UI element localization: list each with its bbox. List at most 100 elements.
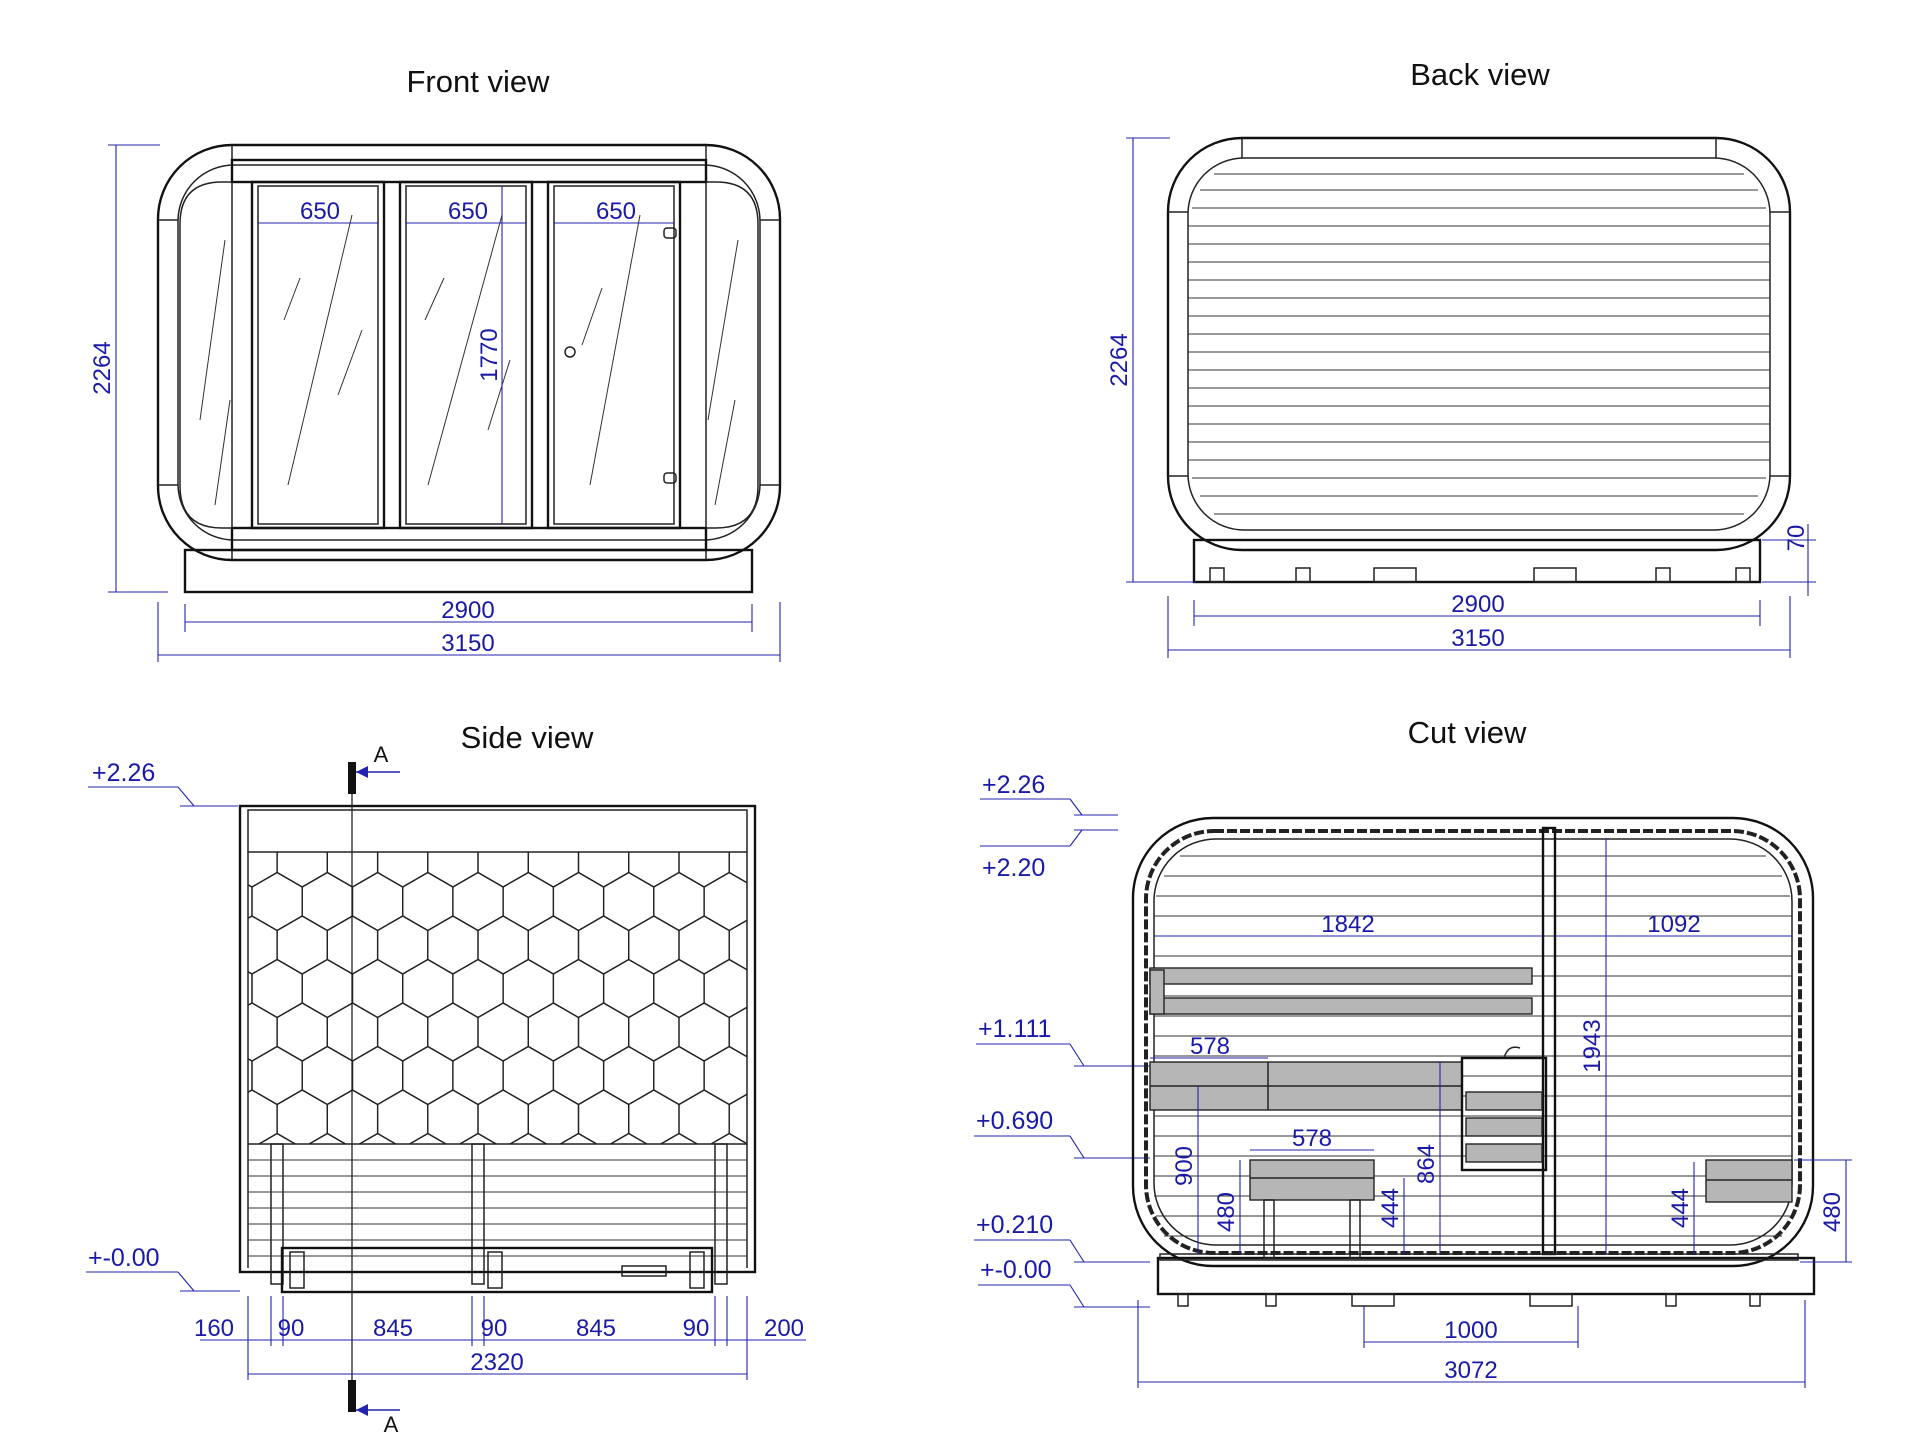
cut-backrest-bottom [1149, 997, 1533, 1015]
back-dim-height: 2264 [1106, 333, 1133, 386]
shingle-hex [628, 1002, 680, 1062]
cut-backrest-top [1149, 967, 1533, 985]
front-view-title: Front view [407, 64, 551, 99]
shingle-hex [403, 786, 453, 844]
front-shell [156, 143, 782, 562]
front-door-hinge-top [663, 227, 677, 239]
cut-shell-inner [1153, 838, 1793, 1246]
shingle-hex [754, 873, 804, 931]
front-dim-inner-width: 2900 [441, 597, 494, 624]
shingle-hex [177, 829, 227, 887]
cut-dim-h480-right: 480 [1819, 1192, 1846, 1232]
cut-level-mid-bench: +0.690 [976, 1107, 1053, 1135]
back-view: Back view [1106, 57, 1816, 658]
shingle-hex [527, 915, 580, 975]
front-pane-1 [250, 180, 386, 530]
front-dim-height: 2264 [89, 341, 116, 394]
shingle-hex [502, 1045, 555, 1106]
side-dim-span-2: 845 [576, 1315, 616, 1342]
shingle-hex [251, 958, 303, 1019]
front-base [183, 548, 754, 594]
cut-partition-wall [1541, 826, 1557, 1256]
shingle-hex [353, 786, 403, 844]
shingle-hex [276, 1089, 328, 1144]
side-roof-trim [247, 809, 748, 853]
shingle-hex [276, 915, 328, 975]
shingle-hex [248, 883, 253, 920]
front-dim-pane-1: 650 [300, 198, 340, 225]
cut-dim-h444-right: 444 [1667, 1188, 1694, 1228]
shingle-hex [248, 1057, 253, 1094]
shingle-hex [376, 915, 429, 975]
shingle-hex [653, 1045, 705, 1106]
shingle-hex [301, 871, 354, 932]
shingle-hex [609, 1132, 649, 1144]
shingle-hex [552, 1045, 605, 1106]
cut-level-zero: +-0.00 [980, 1256, 1052, 1284]
front-dim-pane-3: 650 [596, 198, 636, 225]
front-door-handle [564, 346, 576, 358]
cut-dim-base-span: 1000 [1444, 1317, 1497, 1344]
shingle-hex [177, 916, 227, 974]
shingle-hex [577, 1002, 630, 1062]
shingle-hex [351, 1045, 404, 1106]
shingle-hex [477, 1089, 529, 1144]
front-dim-outer-width: 3150 [441, 630, 494, 657]
back-shell [1166, 136, 1792, 552]
cut-dim-h444: 444 [1377, 1188, 1404, 1228]
shingle-hex [754, 960, 804, 1018]
shingle-hex [351, 958, 404, 1019]
shingle-hex [202, 1134, 252, 1192]
shingle-hex [257, 1132, 297, 1144]
shingle-hex [577, 852, 630, 888]
cut-dim-left-room: 1842 [1321, 911, 1374, 938]
front-door-hinge-bottom [663, 472, 677, 484]
section-label-top: A [374, 742, 389, 767]
shingle-hex [408, 1132, 448, 1144]
shingle-hex [728, 919, 747, 971]
shingle-hex [248, 970, 253, 1007]
cut-lower-bench [1249, 1159, 1375, 1201]
shingle-hex [477, 915, 529, 975]
shingle-hex [754, 1134, 804, 1192]
shingle-hex [602, 1045, 655, 1106]
shingle-hex [402, 1045, 454, 1106]
side-dim-post-1: 90 [278, 1315, 305, 1342]
front-pane-2 [398, 180, 534, 530]
shingle-hex [276, 1002, 328, 1062]
side-skid [280, 1246, 714, 1294]
shingle-hex [477, 1002, 529, 1062]
shingle-hex [728, 1093, 747, 1144]
shingle-hex [276, 852, 328, 888]
shingle-hex [527, 852, 580, 888]
cut-dim-total-length: 3072 [1444, 1357, 1497, 1384]
shingle-hex [351, 871, 404, 932]
shingle-hex [754, 1047, 804, 1105]
shingle-hex [301, 1045, 354, 1106]
shingle-hex [527, 1002, 580, 1062]
shingle-hex [628, 852, 680, 888]
shingle-hex [452, 958, 504, 1019]
side-shingles [177, 786, 804, 1192]
section-label-bottom: A [384, 1412, 399, 1437]
side-post-3 [714, 1143, 728, 1285]
shingle-hex [302, 786, 352, 844]
front-dim-pane-height: 1770 [476, 328, 503, 381]
cut-level-upper-bench: +1.111 [978, 1015, 1051, 1043]
shingle-hex [248, 915, 278, 975]
cut-view: Cut view +2.26 +2.20 +1.111 +0.690 +0.21… [974, 715, 1852, 1388]
front-right-side-window [705, 181, 759, 529]
cut-shell-ribs [1144, 829, 1802, 1255]
shingle-hex [376, 1089, 429, 1144]
shingle-hex [248, 1002, 278, 1062]
front-shell-inner [177, 164, 761, 541]
front-sill [230, 526, 708, 552]
back-dim-base: 70 [1783, 525, 1810, 552]
side-dim-post-3: 90 [683, 1315, 710, 1342]
shingle-hex [628, 1089, 680, 1144]
shingle-hex [453, 786, 503, 844]
shingle-hex [202, 786, 252, 844]
shingle-hex [559, 1132, 598, 1144]
shingle-hex [728, 1006, 747, 1058]
